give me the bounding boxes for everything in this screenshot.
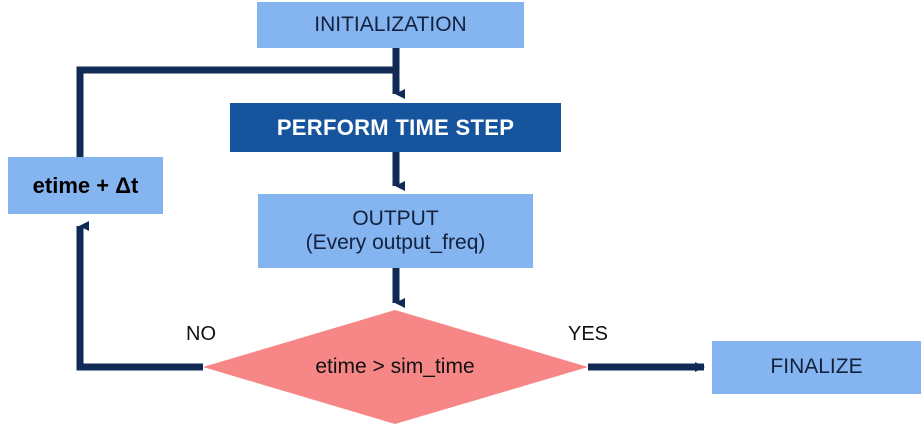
node-decision-label: etime > sim_time [315, 354, 475, 378]
connector-no-to-increment [76, 221, 203, 371]
node-increment-etime-label: etime + Δt [32, 172, 139, 198]
node-initialization-label: INITIALIZATION [314, 12, 467, 36]
connector-increment-to-timestep [76, 66, 396, 157]
node-increment-etime[interactable]: etime + Δt [8, 157, 163, 214]
node-finalize-label: FINALIZE [770, 355, 863, 379]
node-perform-time-step-label: PERFORM TIME STEP [276, 114, 515, 140]
node-output-label-line1: OUTPUT [352, 206, 439, 230]
node-perform-time-step[interactable]: PERFORM TIME STEP [230, 103, 561, 152]
decision-diamond [203, 310, 588, 424]
node-decision[interactable]: etime > sim_time [240, 350, 550, 384]
node-initialization[interactable]: INITIALIZATION [257, 2, 524, 48]
node-finalize[interactable]: FINALIZE [712, 341, 921, 394]
edge-label-no: NO [186, 323, 216, 345]
node-output[interactable]: OUTPUT (Every output_freq) [258, 194, 533, 268]
node-output-label-line2: (Every output_freq) [305, 231, 486, 254]
edge-label-yes: YES [568, 323, 609, 345]
